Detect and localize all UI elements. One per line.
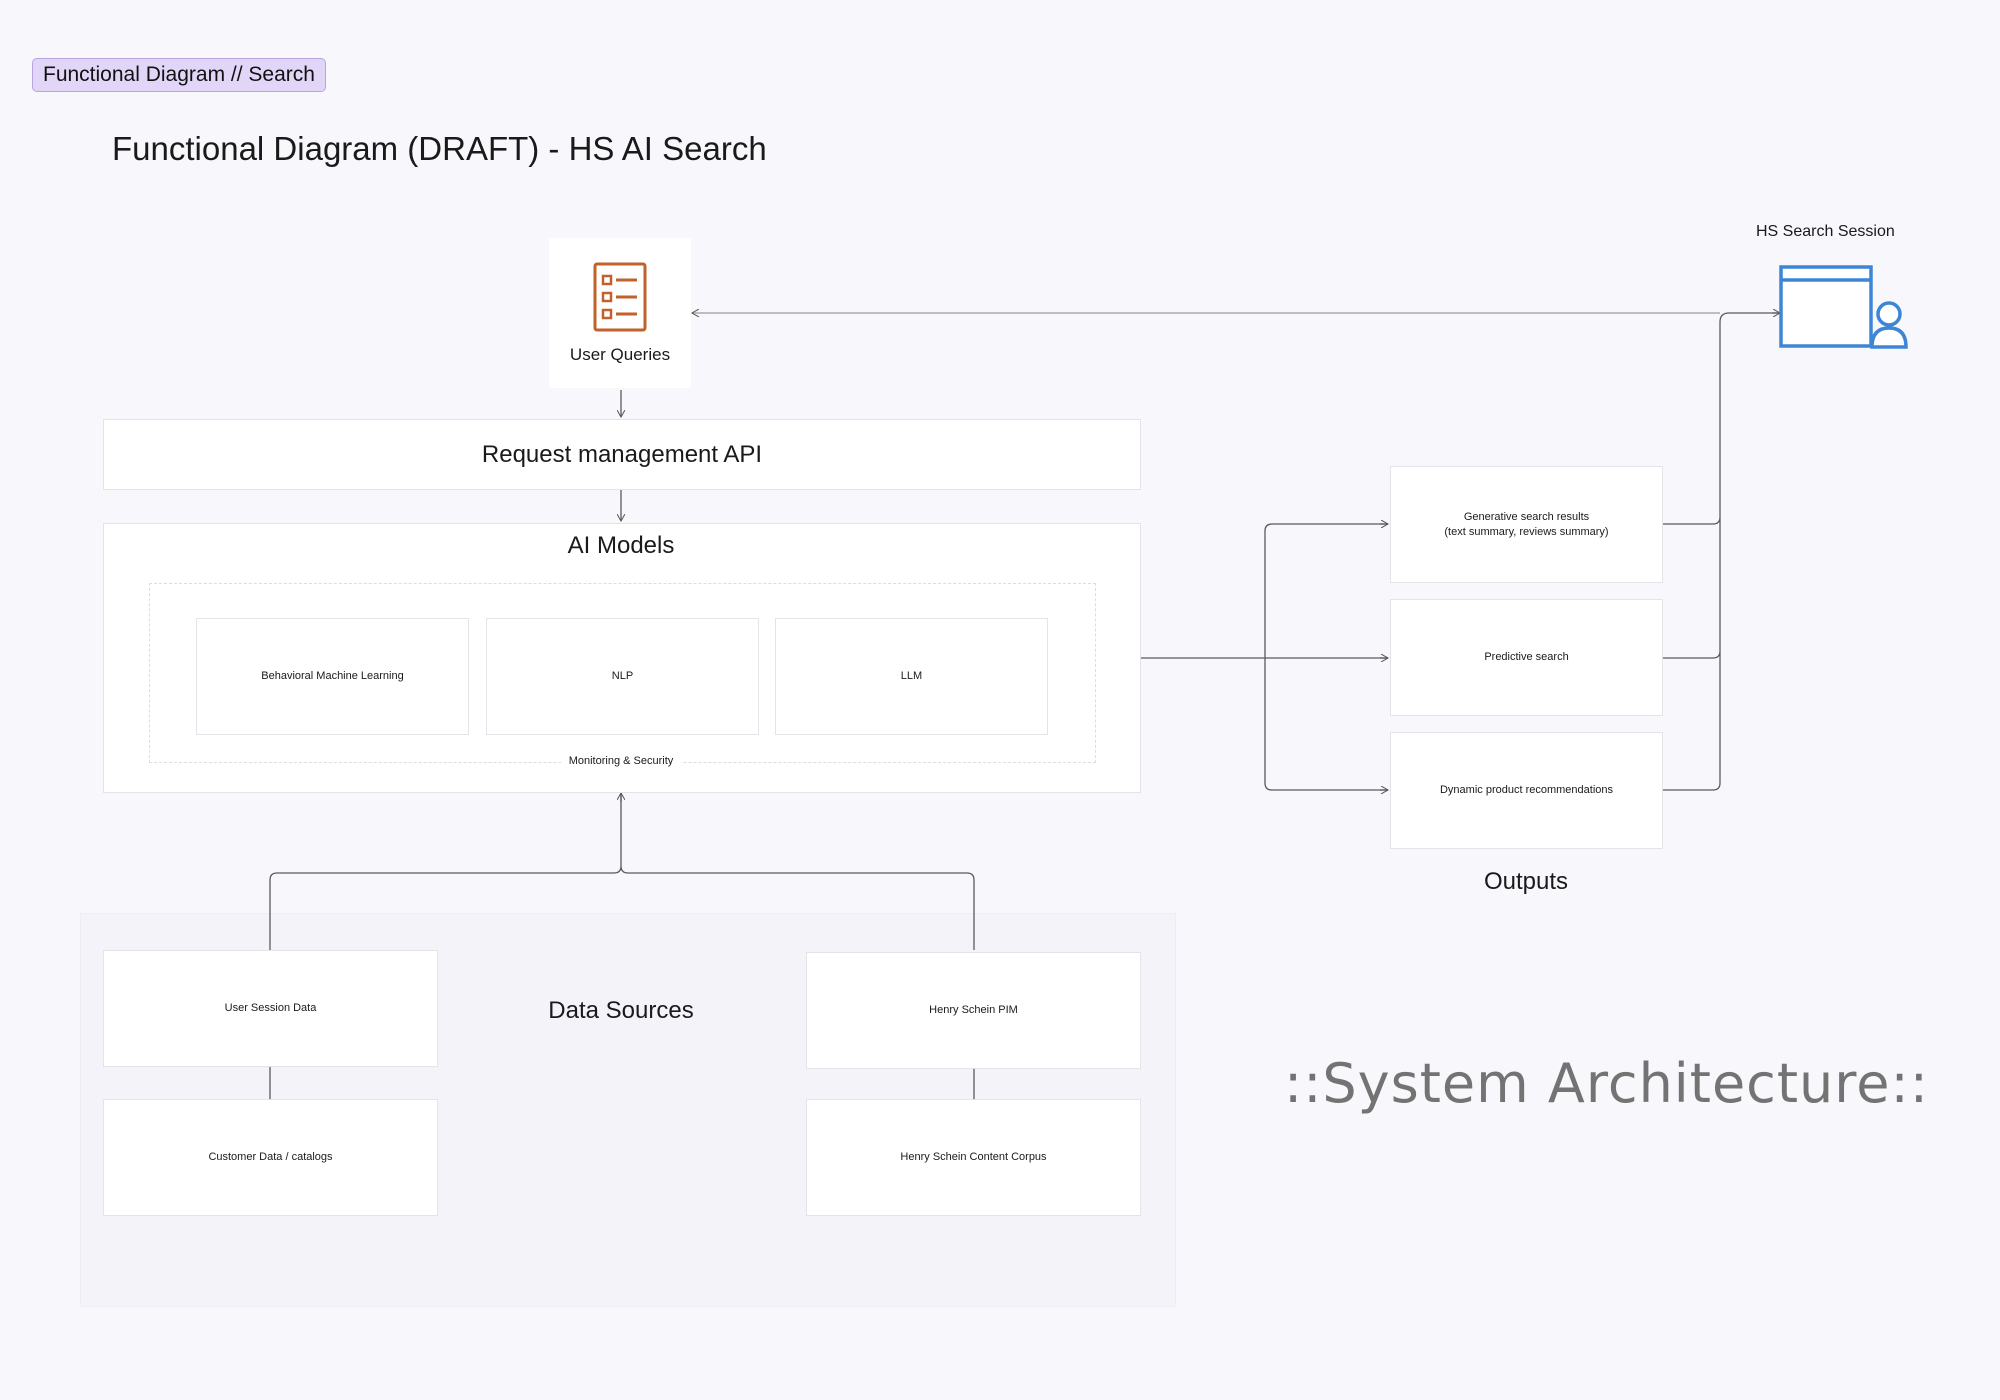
ds-henry-schein-pim: Henry Schein PIM bbox=[806, 952, 1141, 1069]
output-predictive-search: Predictive search bbox=[1390, 599, 1663, 716]
browser-user-icon bbox=[1779, 265, 1908, 349]
model-nlp: NLP bbox=[486, 618, 759, 735]
arrow-models-to-outputs bbox=[1141, 523, 1388, 791]
checklist-icon bbox=[593, 262, 647, 332]
user-queries-card: User Queries bbox=[549, 238, 691, 388]
monitoring-security-label: Monitoring & Security bbox=[561, 754, 681, 769]
data-sources-title: Data Sources bbox=[548, 997, 694, 1024]
ds-user-session-data: User Session Data bbox=[103, 950, 438, 1067]
ds-content-corpus: Henry Schein Content Corpus bbox=[806, 1099, 1141, 1216]
page-title: Functional Diagram (DRAFT) - HS AI Searc… bbox=[112, 130, 767, 167]
output-product-recommendations: Dynamic product recommendations bbox=[1390, 732, 1663, 849]
outputs-title: Outputs bbox=[1483, 868, 1569, 895]
session-label: HS Search Session bbox=[1756, 223, 1895, 240]
request-api-box: Request management API bbox=[103, 419, 1141, 490]
ds-customer-data: Customer Data / catalogs bbox=[103, 1099, 438, 1216]
model-behavioral-ml: Behavioral Machine Learning bbox=[196, 618, 469, 735]
request-api-label: Request management API bbox=[481, 440, 763, 468]
output-generative-results: Generative search results (text summary,… bbox=[1390, 466, 1663, 583]
system-architecture-label: ::System Architecture:: bbox=[1284, 1052, 1929, 1115]
page-tag: Functional Diagram // Search bbox=[32, 58, 326, 92]
ai-models-title: AI Models bbox=[567, 532, 675, 559]
arrow-outputs-to-session bbox=[1663, 312, 1780, 791]
model-llm: LLM bbox=[775, 618, 1048, 735]
user-queries-label: User Queries bbox=[569, 345, 671, 364]
